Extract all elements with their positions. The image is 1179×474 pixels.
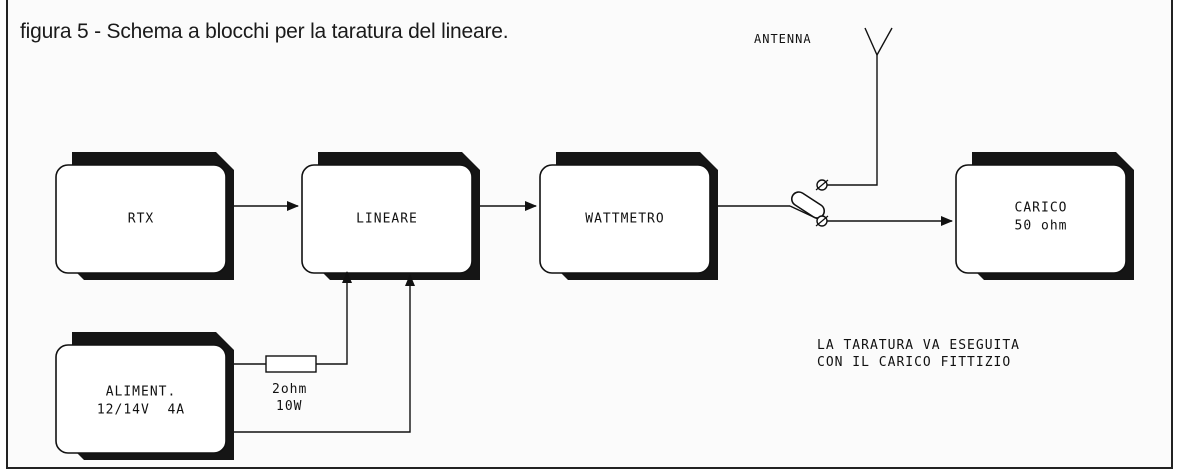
- wattmetro-block: WATTMETRO: [539, 152, 718, 280]
- resistor-label-line2: 10W: [276, 399, 302, 414]
- resistor-to-lineare-arrow: [316, 271, 352, 365]
- resistor-label-line1: 2ohm: [272, 382, 307, 397]
- lineare-block: LINEARE: [301, 152, 480, 280]
- figure-caption: figura 5 - Schema a blocchi per la tarat…: [20, 20, 509, 43]
- note-line2: CON IL CARICO FITTIZIO: [817, 355, 1011, 370]
- coax-switch-icon: [789, 179, 829, 227]
- aliment-block: ALIMENT. 12/14V 4A: [55, 332, 234, 460]
- carico-label-line2: 50 ohm: [1015, 219, 1068, 234]
- lineare-label: LINEARE: [356, 212, 418, 227]
- aliment-to-lineare-arrow: [234, 274, 415, 433]
- rtx-block: RTX: [55, 152, 234, 280]
- antenna-icon: [864, 27, 893, 56]
- carico-label-line1: CARICO: [1015, 201, 1068, 216]
- antenna-label: ANTENNA: [754, 32, 812, 46]
- switch-to-antenna-line: [827, 55, 878, 186]
- aliment-label-line2: 12/14V 4A: [97, 403, 185, 418]
- carico-block: CARICO 50 ohm: [955, 152, 1134, 280]
- rtx-label: RTX: [128, 212, 154, 227]
- aliment-label-line1: ALIMENT.: [106, 385, 177, 400]
- note-line1: LA TARATURA VA ESEGUITA: [817, 338, 1020, 353]
- wattmetro-label: WATTMETRO: [585, 212, 664, 227]
- resistor-icon: [265, 355, 317, 373]
